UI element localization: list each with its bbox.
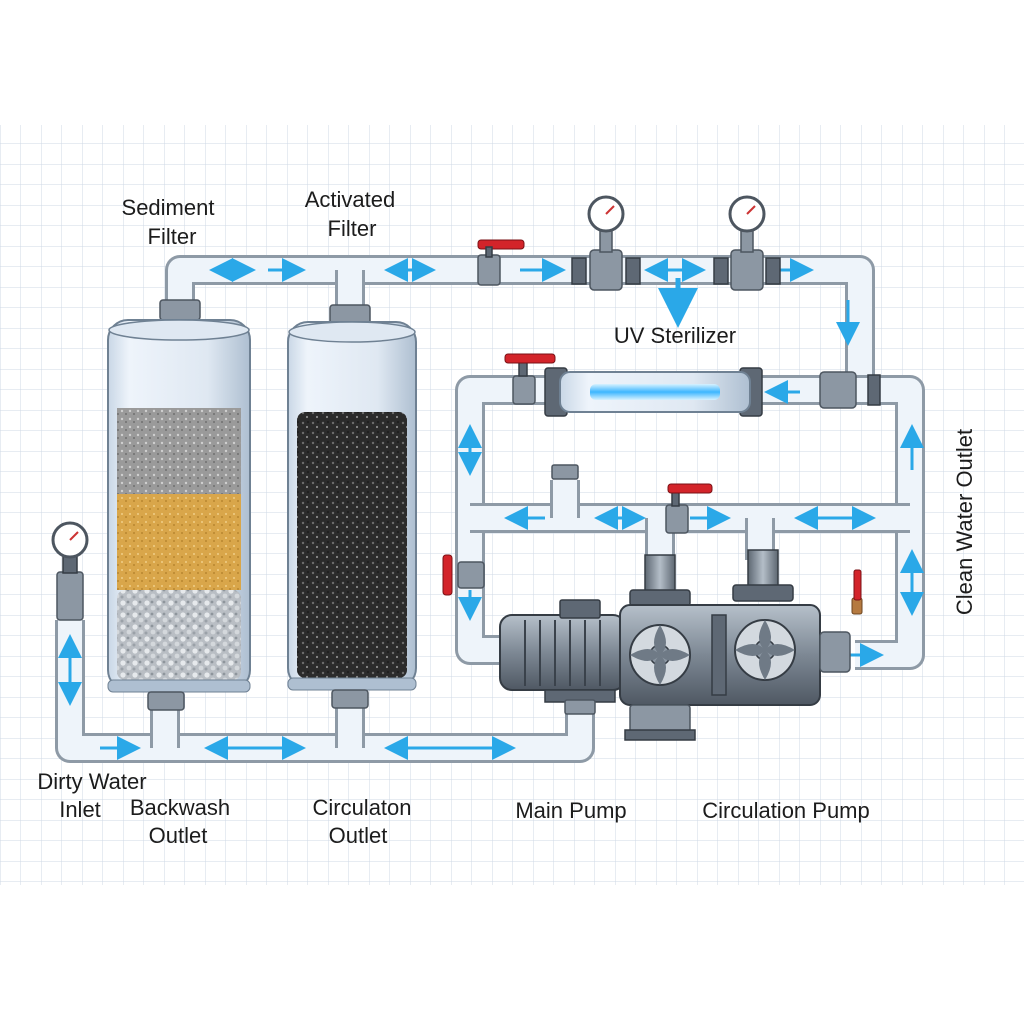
labels: Sediment Filter Activated Filter UV Ster…	[37, 187, 977, 848]
circulation-pump	[619, 549, 851, 741]
uv-lamp	[590, 384, 720, 400]
left-side-valve[interactable]	[442, 554, 485, 596]
pressure-gauge-right	[713, 195, 781, 291]
label-backwash-outlet-line1: Backwash	[130, 795, 230, 820]
middle-ball-valve[interactable]	[665, 483, 713, 534]
label-dirty-water-inlet-line2: Inlet	[59, 797, 101, 822]
label-activated-filter-line2: Filter	[328, 216, 377, 241]
label-main-pump: Main Pump	[515, 798, 626, 823]
impeller-icon	[629, 624, 691, 686]
label-uv-sterilizer: UV Sterilizer	[614, 323, 736, 348]
label-backwash-outlet-line2: Outlet	[149, 823, 208, 848]
activated-filter-tank	[287, 304, 417, 709]
valve-handle-icon[interactable]	[504, 353, 556, 364]
uv-inlet-valve[interactable]	[504, 353, 556, 405]
sediment-filter-tank	[107, 299, 251, 711]
label-dirty-water-inlet-line1: Dirty Water	[37, 769, 146, 794]
valve-handle-icon[interactable]	[667, 483, 713, 494]
valve-handle-icon[interactable]	[853, 569, 862, 601]
valve-handle-icon[interactable]	[477, 239, 525, 250]
label-activated-filter-line1: Activated	[305, 187, 396, 212]
air-vent-fitting	[551, 464, 579, 480]
motor-icon	[559, 599, 601, 619]
label-clean-water-outlet: Clean Water Outlet	[952, 429, 977, 615]
inlet-pressure-gauge	[51, 521, 89, 621]
impeller-icon	[734, 619, 796, 681]
uv-sterilizer-unit	[544, 367, 881, 417]
valve-handle-icon[interactable]	[442, 554, 453, 596]
label-sediment-filter-line1: Sediment	[122, 195, 215, 220]
label-sediment-filter-line2: Filter	[148, 224, 197, 249]
main-pump	[499, 599, 626, 715]
pressure-gauge-left	[571, 195, 641, 291]
label-circulation-outlet-line1: Circulaton	[312, 795, 411, 820]
drain-valve[interactable]	[851, 569, 863, 615]
label-circulation-outlet-line2: Outlet	[329, 823, 388, 848]
top-ball-valve[interactable]	[477, 239, 525, 286]
label-circulation-pump: Circulation Pump	[702, 798, 870, 823]
